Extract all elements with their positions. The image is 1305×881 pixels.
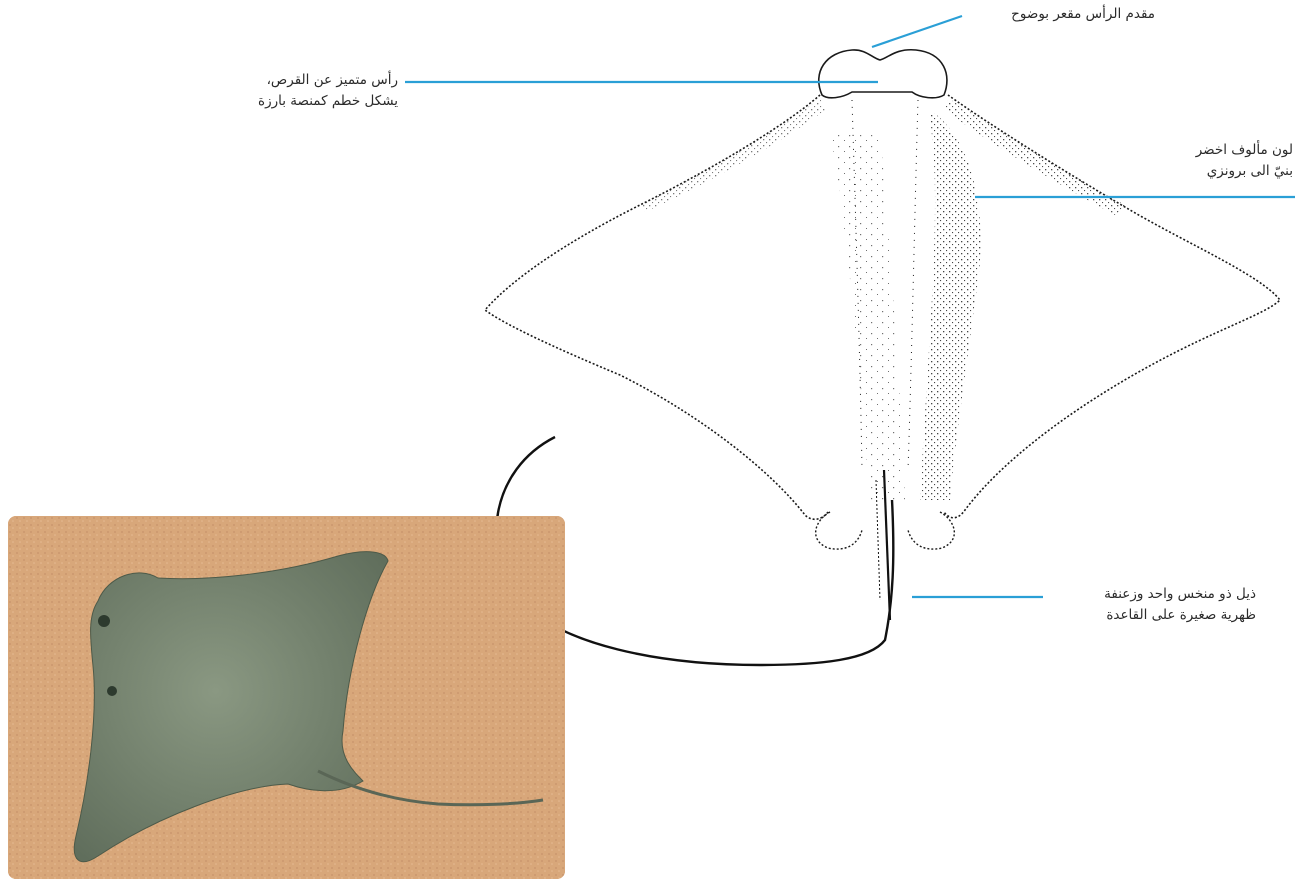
ray-photo-eye-top — [98, 615, 110, 627]
label-rostrum: مقدم الرأس مقعر بوضوح — [1011, 4, 1155, 25]
label-color: لون مألوف اخضر بنيّ الى برونزي — [1196, 140, 1293, 182]
label-tail-line1: ذيل ذو منخس واحد وزعنفة — [1046, 584, 1256, 605]
body-shading — [920, 110, 981, 500]
label-color-line1: لون مألوف اخضر — [1196, 140, 1293, 161]
label-tail: ذيل ذو منخس واحد وزعنفة ظهرية صغيرة على … — [1046, 584, 1256, 626]
body-shading-light — [830, 130, 905, 500]
label-rostrum-text: مقدم الرأس مقعر بوضوح — [1011, 6, 1155, 22]
ray-photo-eye-bottom — [107, 686, 117, 696]
wing-edge-shading-left — [640, 98, 825, 212]
ray-head — [819, 50, 947, 98]
label-head-line2: يشكل خطم كمنصة بارزة — [222, 91, 398, 112]
label-head-line1: رأس متميز عن القرص، — [222, 70, 398, 91]
label-tail-line2: ظهرية صغيرة على القاعدة — [1046, 605, 1256, 626]
label-color-line2: بنيّ الى برونزي — [1196, 161, 1293, 182]
ray-photo — [8, 516, 565, 879]
leader-lines — [405, 16, 1295, 597]
label-head: رأس متميز عن القرص، يشكل خطم كمنصة بارزة — [222, 70, 398, 112]
leader-line-rostrum — [872, 16, 962, 47]
